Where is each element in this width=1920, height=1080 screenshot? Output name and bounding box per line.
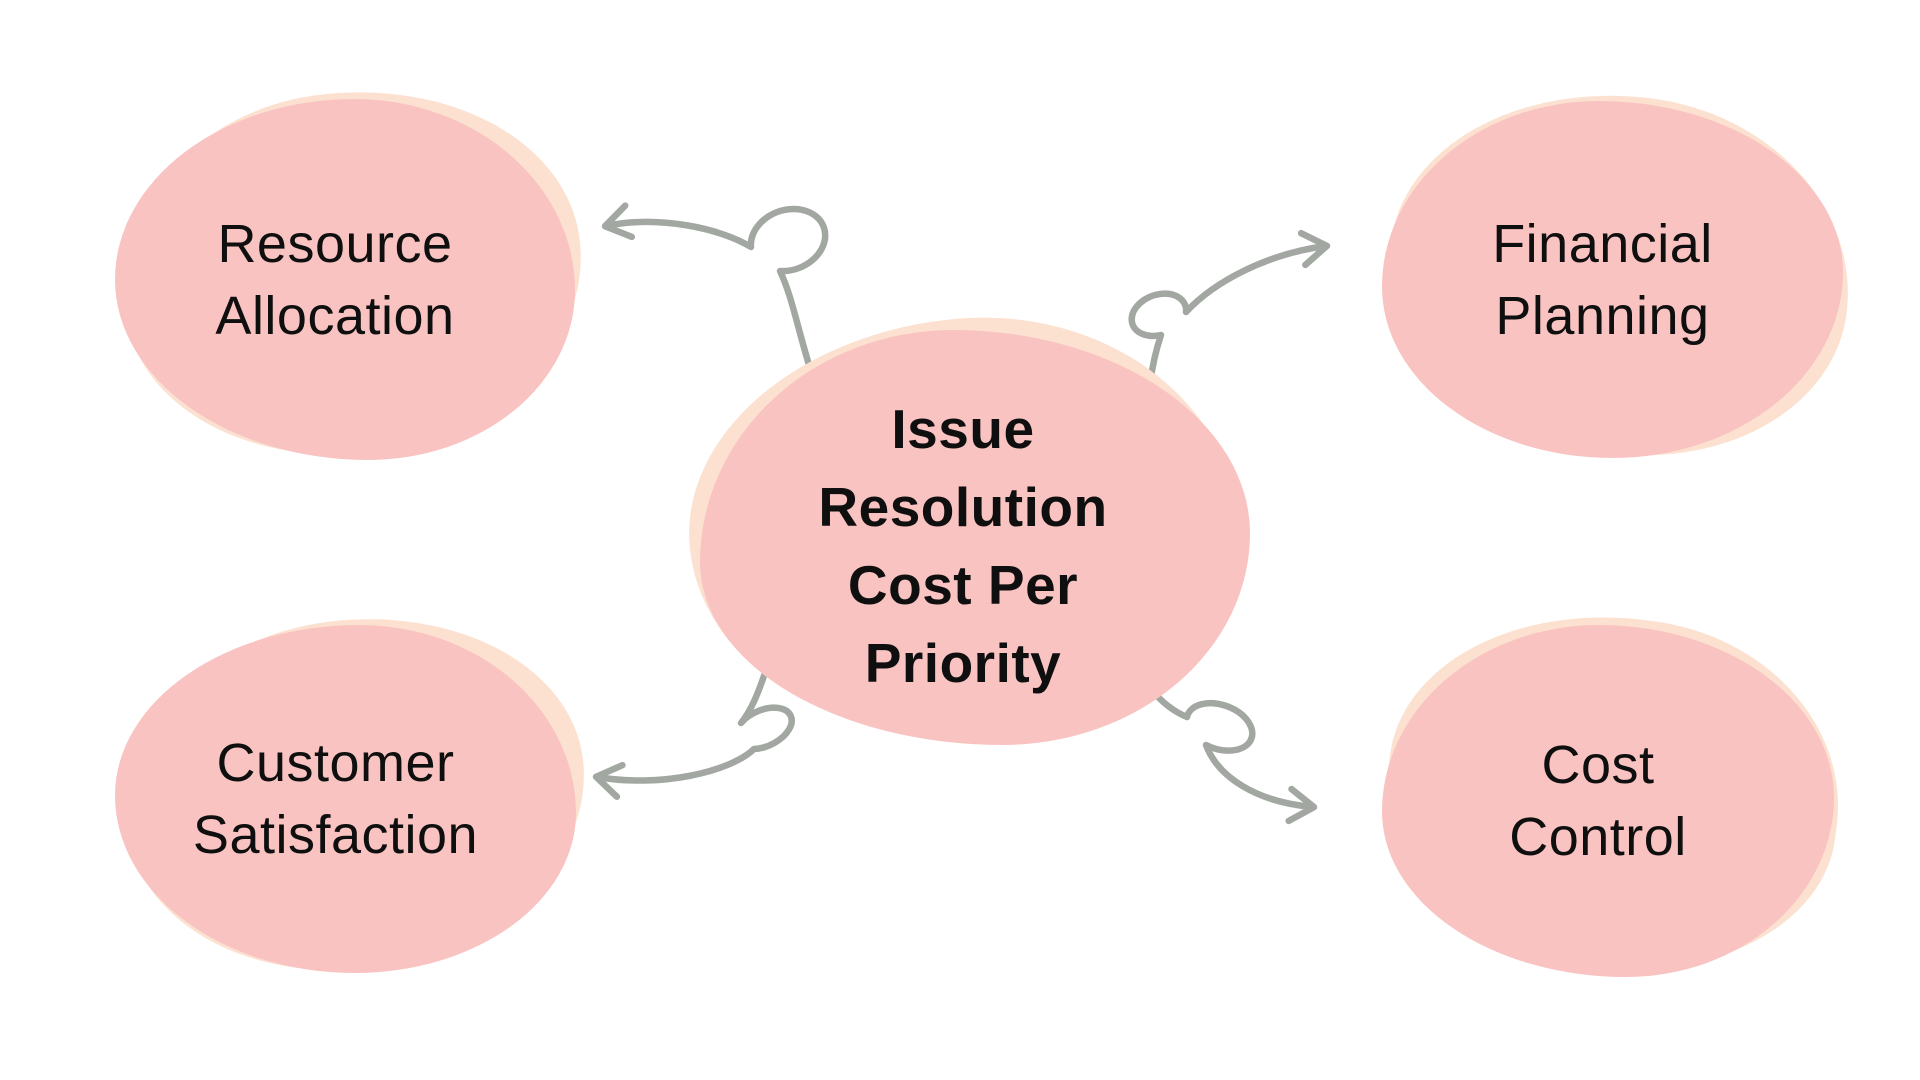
node-label: Financial Planning [1492, 213, 1713, 346]
node-center-topic[interactable]: Issue Resolution Cost Per Priority [671, 295, 1257, 758]
node-label: Resource Allocation [215, 213, 455, 346]
node-label: Cost Control [1509, 735, 1687, 867]
blob-shape [115, 625, 576, 973]
node-cost-control[interactable]: Cost Control [1367, 591, 1859, 996]
blob-shape [700, 330, 1250, 745]
node-customer-satisfaction[interactable]: Customer Satisfaction [104, 593, 605, 995]
node-financial-planning[interactable]: Financial Planning [1368, 69, 1870, 480]
arrow-center-to-resource-allocation [601, 202, 829, 372]
arrow-center-to-customer-satisfaction [592, 666, 795, 800]
blob-shape [1382, 101, 1843, 458]
blob-shape [115, 99, 575, 460]
node-resource-allocation[interactable]: Resource Allocation [99, 61, 605, 484]
node-label: Customer Satisfaction [192, 733, 479, 865]
arrow-center-to-cost-control [1147, 685, 1318, 825]
blob-shape [1382, 625, 1834, 977]
arrow-center-to-financial-planning [1128, 229, 1331, 452]
center-topic-label: Issue Resolution Cost Per Priority [818, 397, 1108, 694]
